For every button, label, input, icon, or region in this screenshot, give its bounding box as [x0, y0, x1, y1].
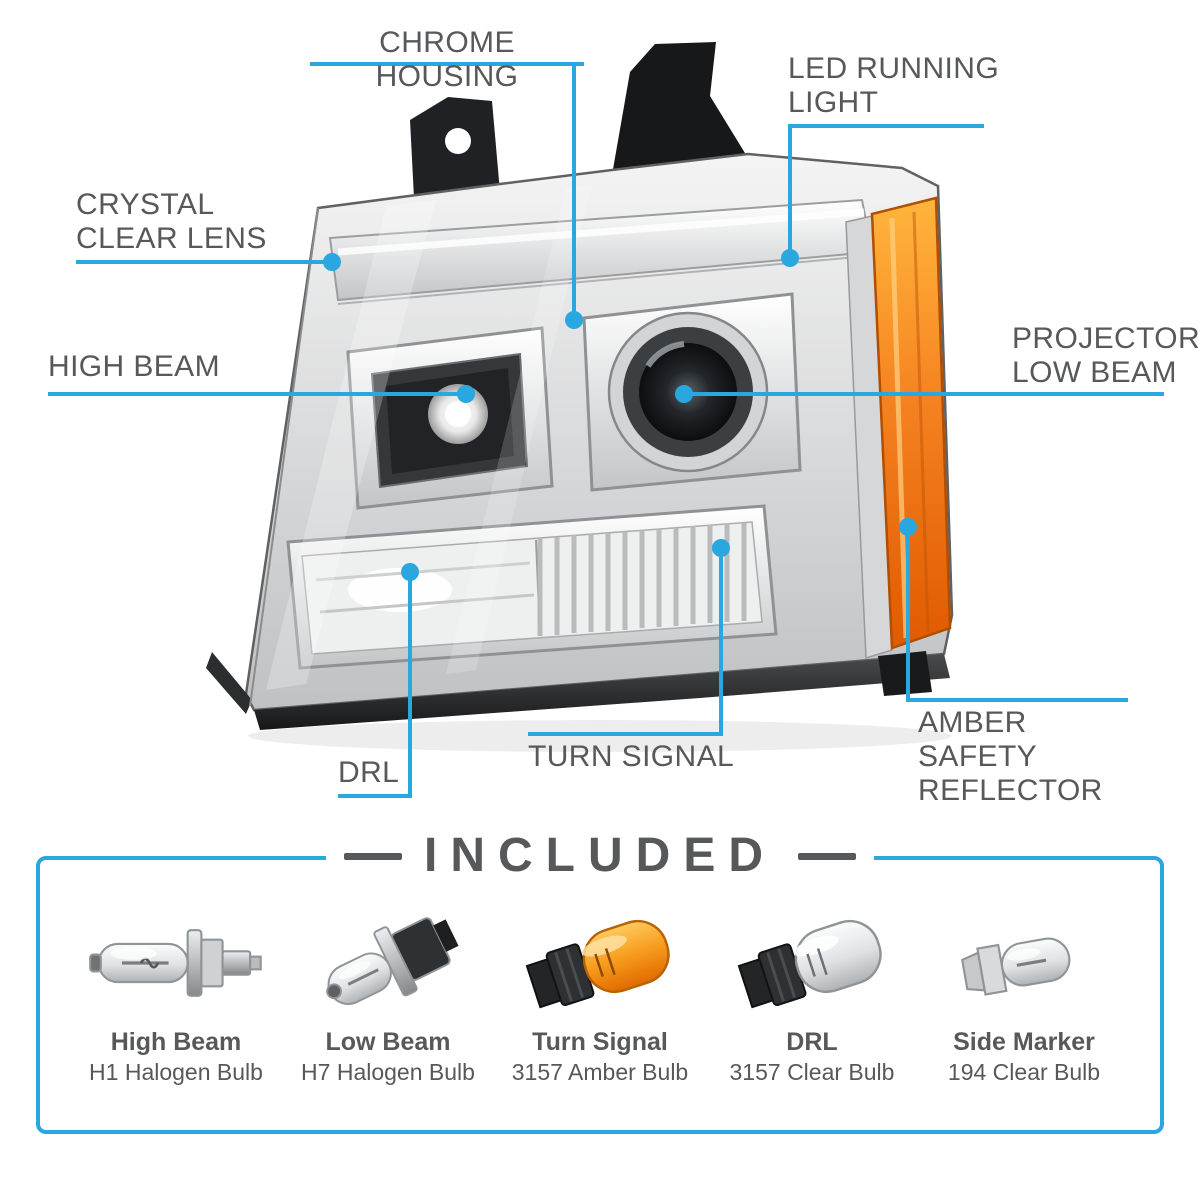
- included-item-turn-signal: Turn Signal 3157 Amber Bulb: [494, 904, 706, 1086]
- drl-dot: [401, 563, 419, 581]
- 194-clear-bulb-icon: [960, 937, 1071, 996]
- led-running-light-connector-line: [788, 124, 792, 258]
- included-items: High Beam H1 Halogen Bulb: [70, 904, 1130, 1086]
- callout-label-led-running-light: LED RUNNING LIGHT: [788, 52, 1000, 119]
- drl-connector-line: [408, 572, 412, 796]
- item-spec: H7 Halogen Bulb: [301, 1059, 475, 1085]
- high-beam-dot: [457, 385, 475, 403]
- title-dash-right: [798, 852, 856, 860]
- item-spec: 3157 Amber Bulb: [511, 1059, 689, 1085]
- crystal-clear-lens-connector-line: [76, 260, 328, 264]
- callout-label-high-beam: HIGH BEAM: [48, 350, 220, 383]
- title-dash-left: [344, 852, 402, 860]
- h1-halogen-bulb-icon: [89, 929, 262, 997]
- item-name: Low Beam: [325, 1028, 451, 1056]
- amber-safety-reflector-dot: [899, 518, 917, 536]
- item-spec: 194 Clear Bulb: [947, 1059, 1101, 1085]
- item-spec: H1 Halogen Bulb: [89, 1059, 263, 1085]
- item-spec: 3157 Clear Bulb: [729, 1059, 895, 1085]
- projector-low-beam-dot: [675, 385, 693, 403]
- callout-label-drl: DRL: [338, 756, 400, 789]
- drl-underline: [338, 794, 412, 798]
- item-name: DRL: [786, 1028, 838, 1056]
- included-title-row: INCLUDED: [40, 826, 1160, 886]
- chrome-housing-dot: [565, 311, 583, 329]
- amber-safety-reflector-connector-line: [906, 527, 910, 700]
- 3157-clear-bulb-icon: [737, 919, 882, 1009]
- callout-label-crystal-clear-lens: CRYSTAL CLEAR LENS: [76, 188, 267, 255]
- high-beam-connector-line: [48, 392, 460, 396]
- callout-label-amber-safety-reflector: AMBER SAFETY REFLECTOR: [918, 706, 1103, 807]
- callout-label-projector-low-beam: PROJECTOR LOW BEAM: [1012, 322, 1200, 389]
- turn-signal-connector-line: [719, 548, 723, 734]
- included-item-high-beam: High Beam H1 Halogen Bulb: [70, 904, 282, 1086]
- item-name: Turn Signal: [532, 1028, 668, 1056]
- chrome-housing-underline: [310, 62, 584, 66]
- chrome-housing-connector-line: [572, 62, 576, 316]
- included-item-low-beam: Low Beam H7 Halogen Bulb: [282, 904, 494, 1086]
- turn-signal-dot: [712, 539, 730, 557]
- led-running-light-dot: [781, 249, 799, 267]
- included-item-drl: DRL 3157 Clear Bulb: [706, 904, 918, 1086]
- callout-label-turn-signal: TURN SIGNAL: [528, 740, 735, 773]
- 3157-amber-bulb-icon: [525, 919, 670, 1009]
- crystal-clear-lens-dot: [323, 253, 341, 271]
- h7-halogen-bulb-icon: [326, 917, 459, 1006]
- led-running-light-underline: [788, 124, 984, 128]
- turn-signal-overline: [528, 732, 723, 736]
- callout-label-chrome-housing: CHROME HOUSING: [375, 26, 519, 93]
- included-title: INCLUDED: [424, 829, 776, 882]
- amber-safety-reflector-overline: [906, 698, 1128, 702]
- included-item-side-marker: Side Marker 194 Clear Bulb: [918, 904, 1130, 1086]
- item-name: High Beam: [110, 1028, 242, 1056]
- included-section: INCLUDED: [36, 826, 1164, 1134]
- item-name: Side Marker: [953, 1028, 1095, 1056]
- projector-low-beam-connector-line: [684, 392, 1164, 396]
